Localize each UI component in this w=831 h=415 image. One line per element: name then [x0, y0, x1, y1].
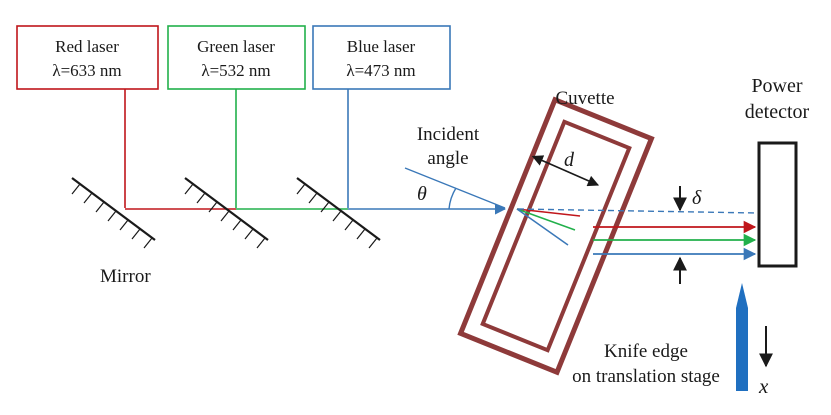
red-laser-box: Red laser λ=633 nm: [16, 25, 159, 90]
mirror-1: [71, 177, 156, 249]
knife-edge-label-line1: Knife edge: [604, 341, 688, 362]
theta-symbol: θ: [417, 183, 427, 205]
blue-laser-name: Blue laser: [347, 37, 416, 56]
knife-edge: [736, 283, 748, 391]
detector-label-line1: Power: [751, 75, 802, 97]
delta-symbol: δ: [692, 187, 702, 209]
detector-label-line2: detector: [745, 101, 810, 123]
mirror-3: [296, 177, 381, 249]
cuvette-label: Cuvette: [555, 88, 614, 109]
blue-laser-box: Blue laser λ=473 nm: [312, 25, 451, 90]
d-symbol: d: [564, 149, 575, 171]
d-dimension-arrow: [531, 155, 600, 187]
green-ray-inside: [516, 208, 576, 231]
green-laser-wavelength: λ=532 nm: [201, 61, 270, 80]
power-detector: [757, 141, 798, 268]
incident-normal-line: [404, 167, 506, 209]
knife-edge-label-line2: on translation stage: [572, 366, 720, 387]
green-laser-name: Green laser: [197, 37, 275, 56]
red-laser-name: Red laser: [55, 37, 119, 56]
red-laser-wavelength: λ=633 nm: [52, 61, 121, 80]
blue-ray-inside: [516, 208, 569, 246]
cuvette: [457, 96, 655, 376]
theta-arc: [448, 187, 457, 210]
mirror-label: Mirror: [100, 266, 151, 287]
blue-laser-wavelength: λ=473 nm: [346, 61, 415, 80]
red-ray-inside: [516, 208, 581, 217]
incident-angle-label-line2: angle: [427, 148, 468, 169]
incident-angle-label-line1: Incident: [417, 124, 480, 145]
mirror-2: [184, 177, 269, 249]
x-symbol: x: [758, 374, 769, 398]
green-laser-box: Green laser λ=532 nm: [167, 25, 306, 90]
